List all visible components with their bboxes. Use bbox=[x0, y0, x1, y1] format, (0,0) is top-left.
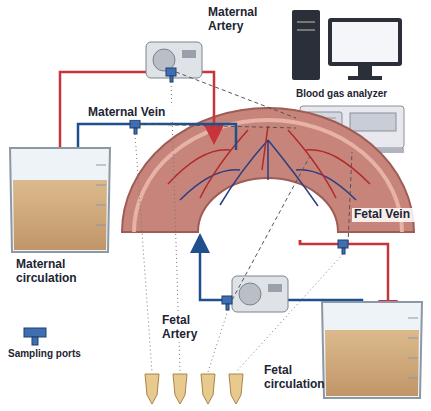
part-label: Maternal Artery bbox=[206, 6, 268, 34]
caption-node: Blood gas analyzer bbox=[294, 88, 414, 100]
eppendorf-tube bbox=[145, 374, 243, 404]
label-text: Maternal Vein bbox=[86, 106, 196, 120]
label-text: Fetal circulation bbox=[262, 364, 320, 392]
label-text: Maternal Artery bbox=[206, 6, 268, 34]
label-text: Sampling ports bbox=[6, 348, 86, 360]
pump bbox=[146, 42, 288, 312]
part-label: Sampling ports bbox=[6, 348, 86, 360]
part-label: Maternal Vein bbox=[86, 106, 196, 120]
label-text: Blood gas analyzer bbox=[294, 88, 414, 100]
beaker bbox=[10, 148, 422, 398]
part-label: Fetal Vein bbox=[352, 208, 427, 222]
caption-node: Fetal circulation bbox=[262, 364, 320, 392]
caption-node: Maternal circulation bbox=[14, 258, 92, 286]
label-text: Maternal circulation bbox=[14, 258, 92, 286]
label-text: Fetal Vein bbox=[352, 208, 427, 222]
sample-line bbox=[135, 82, 343, 372]
computer bbox=[292, 10, 402, 80]
part-label: Fetal Artery bbox=[160, 314, 204, 342]
sampling-port bbox=[24, 68, 348, 345]
label-text: Fetal Artery bbox=[160, 314, 204, 342]
